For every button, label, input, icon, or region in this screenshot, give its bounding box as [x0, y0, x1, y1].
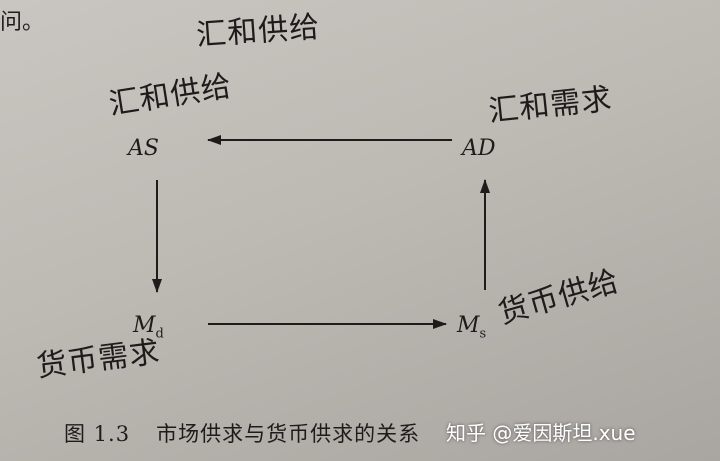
node-md: Md [133, 313, 164, 341]
figure-number: 图 1.3 [64, 422, 131, 446]
watermark: 知乎 @爱因斯坦.xue [446, 421, 636, 445]
node-ms: Ms [457, 313, 486, 341]
figure-title: 市场供求与货币供求的关系 [156, 422, 421, 446]
node-md-sub: d [155, 326, 164, 342]
node-ms-main: M [457, 313, 480, 338]
node-ms-sub: s [479, 326, 487, 342]
node-as: AS [128, 136, 159, 161]
text-fragment: 问。 [0, 10, 45, 35]
node-md-main: M [133, 313, 156, 338]
node-ad: AD [462, 136, 496, 161]
figure-caption: 图 1.3 市场供求与货币供求的关系 [64, 418, 420, 448]
